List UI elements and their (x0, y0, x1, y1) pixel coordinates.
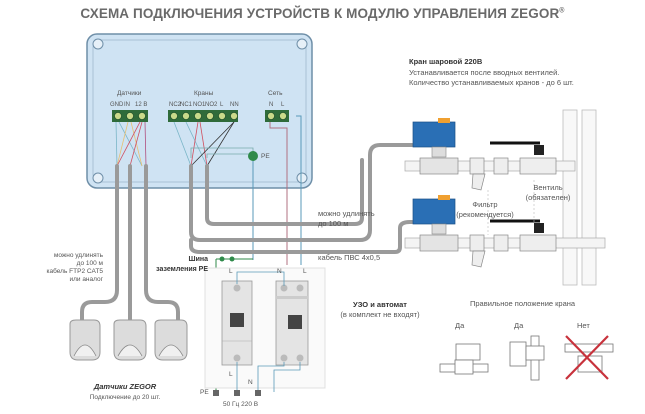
leader-lines (487, 180, 535, 235)
filter-line-1: Фильтр (472, 200, 498, 209)
registered-mark: ® (559, 7, 565, 15)
pe-bus-line-1: Шина (188, 256, 208, 263)
terminal-label-gnd: GND (110, 102, 124, 108)
position-label-yes-1: Да (455, 321, 465, 330)
sensors-subtitle: Подключение до 20 шт. (89, 394, 161, 401)
pe-label: PE (261, 153, 270, 160)
pe-bus-line-2: заземления PE (156, 266, 208, 273)
position-icon-horizontal (439, 343, 489, 375)
breaker-pe: PE (200, 389, 209, 396)
breaker-bottom-n: N (248, 379, 253, 386)
valve-extend-line-1: можно удлинять (318, 209, 375, 218)
breaker-top-l: L (229, 268, 233, 275)
position-label-yes-2: Да (514, 321, 524, 330)
valve-desc-1: Устанавливается после вводных вентилей. (409, 68, 560, 77)
terminal-label-nn: NN (230, 102, 239, 108)
rcd-device (275, 280, 309, 366)
water-sensor (154, 319, 188, 361)
rcd-top-l: L (303, 268, 307, 275)
terminal-label-12v: 12 В (135, 102, 148, 108)
valve-title: Кран шаровой 220В (409, 57, 483, 66)
valve-wires (173, 121, 254, 167)
actuator-icon (412, 198, 456, 225)
position-icon-vertical (509, 335, 545, 381)
terminal-l-icon (234, 390, 240, 396)
cable-pvs-label: кабель ПВС 4х0,5 (318, 253, 381, 262)
valve-cables (189, 143, 414, 254)
power-wires (252, 115, 302, 265)
group-label-sensors: Датчики (117, 90, 142, 97)
breaker-panel (204, 267, 326, 396)
shutoff-label: Вентиль (обязателен) (520, 183, 576, 203)
group-label-valves: Краны (194, 90, 214, 97)
supply-label: 50 Гц 220 В (223, 401, 259, 408)
terminal-label-in: IN (124, 102, 130, 108)
water-sensor (113, 319, 147, 361)
valve-extend-label: можно удлинять до 100 м (318, 209, 375, 229)
terminal-block-sensors (112, 110, 148, 122)
terminal-label-nc1: NC1 (180, 102, 193, 108)
sensor-cables (80, 164, 180, 324)
breakers-title: УЗО и автомат (353, 300, 407, 309)
filter-line-2: (рекомендуется) (456, 210, 514, 219)
shutoff-line-2: (обязателен) (525, 193, 571, 202)
terminal-label-l: L (220, 102, 224, 108)
terminal-block-valves (168, 110, 238, 122)
title-text: СХЕМА ПОДКЛЮЧЕНИЯ УСТРОЙСТВ К МОДУЛЮ УПР… (80, 6, 560, 21)
sensor-extend-line-3: кабель FTP2 CAT5 (46, 268, 103, 275)
shutoff-line-1: Вентиль (533, 183, 563, 192)
sensor-devices (69, 319, 188, 361)
pe-ground-point (248, 151, 258, 161)
terminal-label-nc2: NC2 (169, 102, 182, 108)
filter-label: Фильтр (рекомендуется) (455, 200, 515, 220)
sensors-title: Датчики ZEGOR (93, 382, 157, 391)
screw-icon (92, 38, 104, 50)
screw-icon (92, 172, 104, 184)
position-label-no: Нет (577, 321, 590, 330)
terminal-block-power (265, 110, 289, 122)
sensor-wires (115, 121, 147, 167)
position-icon-inverted (564, 335, 614, 380)
rcd-top-n: N (277, 268, 282, 275)
breaker-bottom-l: L (229, 371, 233, 378)
group-label-power: Сеть (268, 90, 283, 97)
water-sensor (69, 319, 101, 361)
valve-desc-2: Количество устанавливаемых кранов - до 6… (409, 78, 574, 87)
pipeline-lower (404, 195, 606, 268)
diagram-title: СХЕМА ПОДКЛЮЧЕНИЯ УСТРОЙСТВ К МОДУЛЮ УПР… (0, 6, 645, 21)
pipeline-upper (404, 118, 576, 191)
valve-extend-line-2: до 100 м (318, 219, 349, 228)
screw-icon (296, 38, 308, 50)
pe-bus-label: Шина заземления PE (150, 255, 208, 275)
terminal-label-no1: NO1 (193, 102, 206, 108)
breakers-subtitle: (в комплект не входят) (340, 310, 420, 319)
terminal-label-no2: NO2 (205, 102, 218, 108)
sensor-extend-label: можно удлинять до 100 м кабель FTP2 CAT5… (0, 252, 103, 284)
terminal-n-icon (255, 390, 261, 396)
sensor-extend-line-1: можно удлинять (53, 252, 103, 259)
sensor-extend-line-4: или аналог (69, 276, 103, 283)
actuator-icon (412, 121, 456, 148)
screw-icon (296, 172, 308, 184)
circuit-breaker (221, 280, 253, 366)
terminal-pe-icon (213, 390, 219, 396)
position-title: Правильное положение крана (470, 299, 576, 308)
terminal-label-n: N (269, 102, 274, 108)
sensor-extend-line-2: до 100 м (76, 260, 103, 267)
terminal-label-power-l: L (281, 102, 285, 108)
